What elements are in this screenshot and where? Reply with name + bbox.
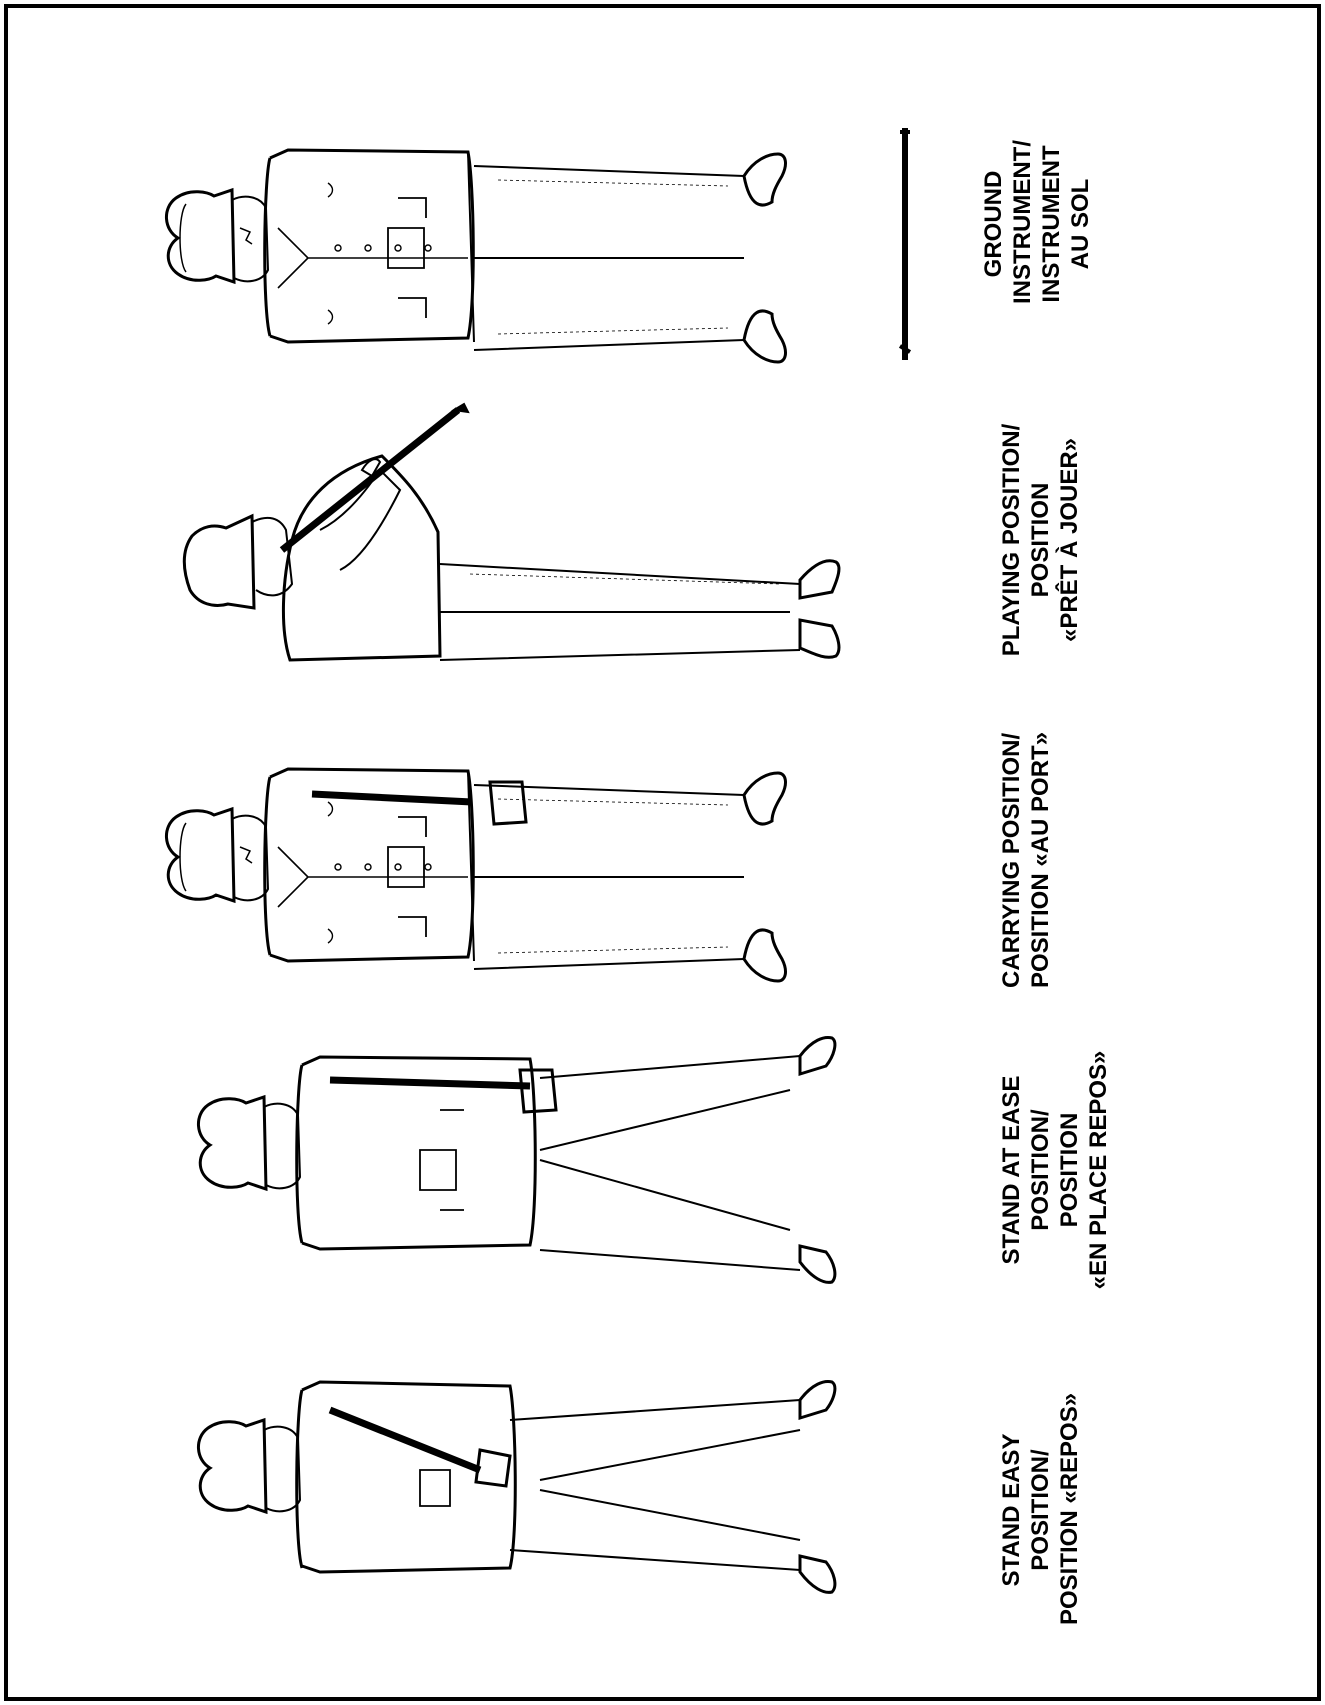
caption-carrying: CARRYING POSITION/ POSITION «AU PORT» (997, 728, 1055, 988)
caption-line: GROUND (979, 144, 1008, 304)
figure-stand-easy (198, 1382, 834, 1593)
caption-line: POSITION/ (1026, 1395, 1055, 1625)
caption-line: AU SOL (1066, 144, 1095, 304)
figure-playing (184, 404, 839, 660)
caption-playing: PLAYING POSITION/ POSITION «PRÊT À JOUER… (997, 415, 1084, 665)
caption-ground-instrument: GROUND INSTRUMENT/ INSTRUMENT AU SOL (979, 144, 1095, 304)
caption-line: «EN PLACE REPOS» (1084, 1050, 1113, 1290)
figure-ground-instrument (166, 128, 910, 362)
caption-line: CARRYING POSITION/ (997, 728, 1026, 988)
caption-stand-at-ease: STAND AT EASE POSITION/ POSITION «EN PLA… (997, 1050, 1113, 1290)
caption-stand-easy: STAND EASY POSITION/ POSITION «REPOS» (997, 1395, 1084, 1625)
caption-line: INSTRUMENT/ (1008, 144, 1037, 304)
figure-stand-at-ease (198, 1038, 834, 1283)
caption-line: POSITION «AU PORT» (1026, 728, 1055, 988)
caption-line: INSTRUMENT (1037, 144, 1066, 304)
caption-line: STAND AT EASE (997, 1050, 1026, 1290)
caption-line: POSITION (1055, 1050, 1084, 1290)
figure-carrying (166, 769, 785, 981)
caption-line: PLAYING POSITION/ (997, 415, 1026, 665)
caption-line: POSITION «REPOS» (1055, 1395, 1084, 1625)
caption-line: «PRÊT À JOUER» (1055, 415, 1084, 665)
caption-line: POSITION (1026, 415, 1055, 665)
caption-line: STAND EASY (997, 1395, 1026, 1625)
caption-line: POSITION/ (1026, 1050, 1055, 1290)
